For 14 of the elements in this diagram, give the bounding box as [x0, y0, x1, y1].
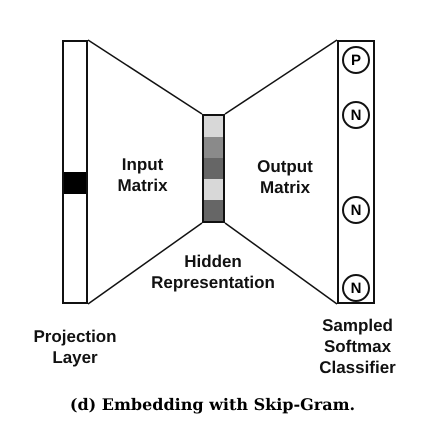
- matrix-label: Input Matrix: [116, 154, 169, 196]
- connector-line: [224, 222, 338, 305]
- connector-line: [88, 39, 202, 115]
- connector-line: [224, 39, 338, 115]
- connector-line: [88, 222, 202, 305]
- neuron-circle: N: [342, 101, 370, 129]
- matrix-label: Output Matrix: [256, 156, 314, 198]
- neuron-circle: N: [342, 196, 370, 224]
- neuron-circle: N: [342, 274, 370, 302]
- layer-label: Projection Layer: [32, 326, 118, 368]
- caption: (d) Embedding with Skip-Gram.: [68, 395, 356, 414]
- neuron-circle: P: [342, 46, 370, 74]
- layer-label: Hidden Representation: [150, 251, 276, 293]
- layer-label: Sampled Softmax Classifier: [318, 315, 397, 378]
